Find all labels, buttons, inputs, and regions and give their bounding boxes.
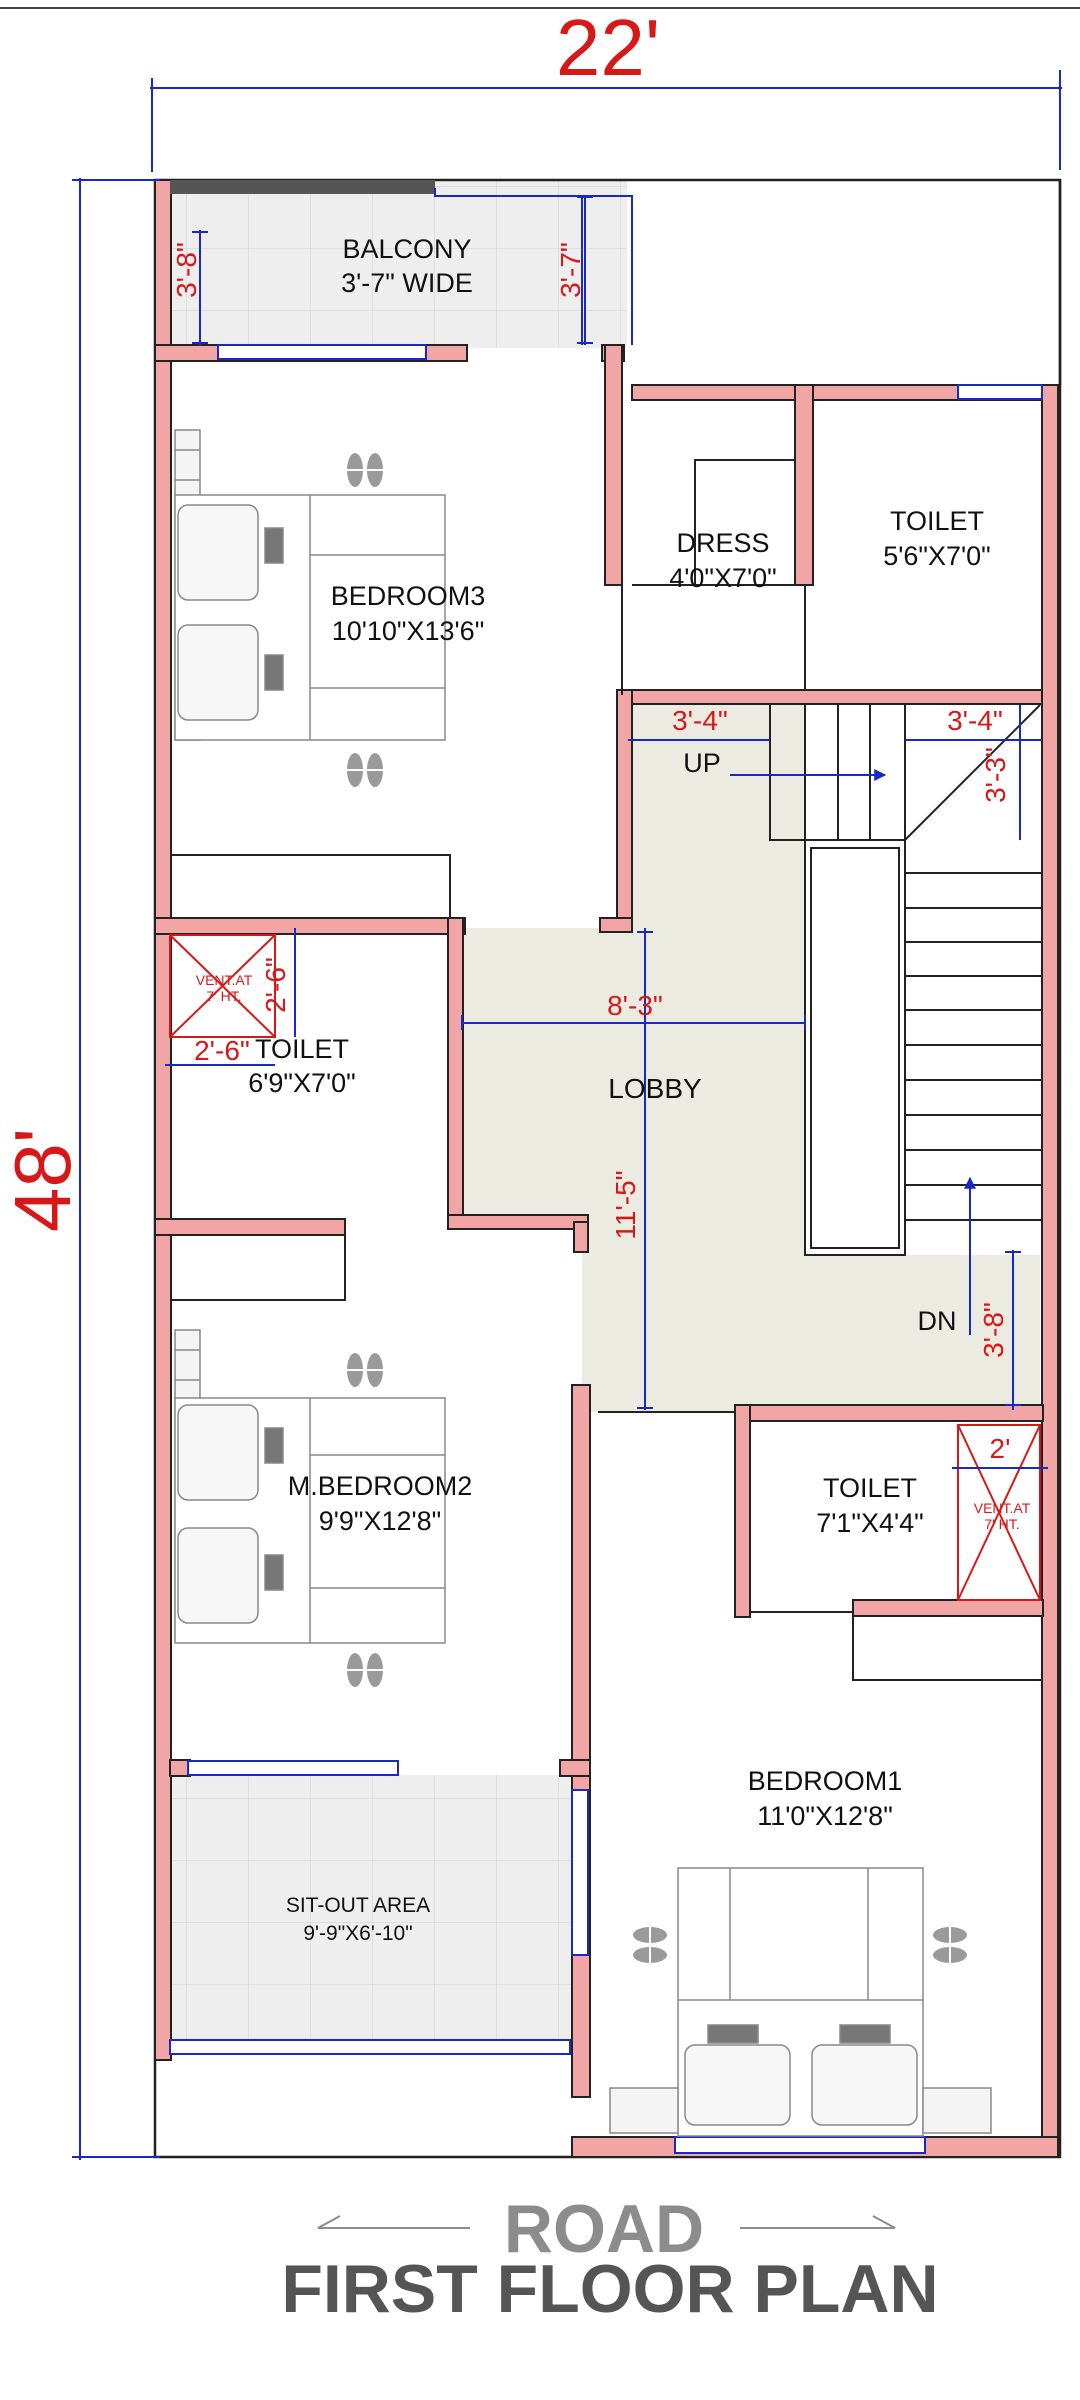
balcony-rail [434,188,633,345]
lobby-width-dimension: 8'-3" [607,990,663,1021]
stair-down-label: DN [918,1306,957,1336]
vent-top-line1: VENT.AT [196,972,253,988]
dress-size: 4'0"X7'0" [669,563,777,593]
vent-top-line2: 7' HT. [206,988,241,1004]
toilet-mid-label: TOILET [255,1034,349,1064]
overall-length-dimension: 48' [0,1128,87,1232]
balcony-parapet [170,180,435,194]
chair-bedroom3-bottom [344,752,386,788]
bed-bedroom3 [174,429,446,741]
balcony-right-dimension: 3'-7" [555,242,586,298]
bed-mbedroom2 [174,1329,446,1644]
stair-up-label: UP [683,748,721,778]
balcony-label: BALCONY [342,234,471,264]
stair-right-dimension: 3'-4" [947,705,1003,736]
balcony-left-dimension: 3'-8" [171,242,202,298]
interior-lines [170,459,1042,1681]
toilet-mid-size: 6'9"X7'0" [248,1068,356,1098]
chair-bedroom3-top [344,452,386,488]
bedroom1-size: 11'0"X12'8" [757,1801,893,1831]
vent-bottom-line2: 7' HT. [984,1516,1019,1532]
vent-bottom-line1: VENT.AT [974,1500,1031,1516]
bed-bedroom1 [609,1867,992,2137]
mbedroom2-label: M.BEDROOM2 [288,1471,473,1501]
lobby-length-dimension: 11'-5" [610,1170,641,1239]
dimension-lines [72,70,1062,2160]
toilet-right-size: 7'1"X4'4" [816,1508,924,1538]
vent-shaft-top [169,934,276,1038]
staircase [769,704,1042,1256]
toilet-right-label: TOILET [823,1473,917,1503]
toilet-top-size: 5'6"X7'0" [883,541,991,571]
vent-bottom-width-dimension: 2' [990,1433,1011,1464]
lobby-floor [462,695,1040,1412]
overall-width-dimension: 22' [556,3,660,92]
stair-gap-dimension: 3'-8" [978,1302,1009,1358]
vent-top-height-dimension: 2'-6" [260,957,291,1013]
chair-bedroom1-right [932,1924,968,1966]
lobby-label: LOBBY [608,1073,702,1104]
mbedroom2-size: 9'9"X12'8" [319,1506,442,1536]
stair-depth-dimension: 3'-3" [980,747,1011,803]
road-arrows [317,2215,896,2229]
bedroom3-label: BEDROOM3 [331,581,486,611]
dress-label: DRESS [676,528,769,558]
toilet-top-label: TOILET [890,506,984,536]
balcony-size: 3'-7" WIDE [341,268,473,298]
chair-mbedroom2-bottom [344,1652,386,1688]
vent-shaft-bottom [957,1424,1041,1601]
sitout-edge [169,2039,571,2055]
plan-title: FIRST FLOOR PLAN [281,2251,938,2327]
windows [187,344,1043,2154]
chair-bedroom1-left [632,1924,668,1966]
sitout-floor [170,1775,575,2045]
vent-top-width-dimension: 2'-6" [194,1035,250,1066]
sitout-label: SIT-OUT AREA [286,1894,430,1917]
balcony-floor [165,180,627,348]
sitout-size: 9'-9"X6'-10" [303,1922,412,1945]
chair-mbedroom2-top [344,1352,386,1388]
bedroom1-label: BEDROOM1 [748,1766,903,1796]
bedroom3-size: 10'10"X13'6" [332,616,485,646]
stair-left-dimension: 3'-4" [672,705,728,736]
road-label: ROAD [504,2191,704,2267]
